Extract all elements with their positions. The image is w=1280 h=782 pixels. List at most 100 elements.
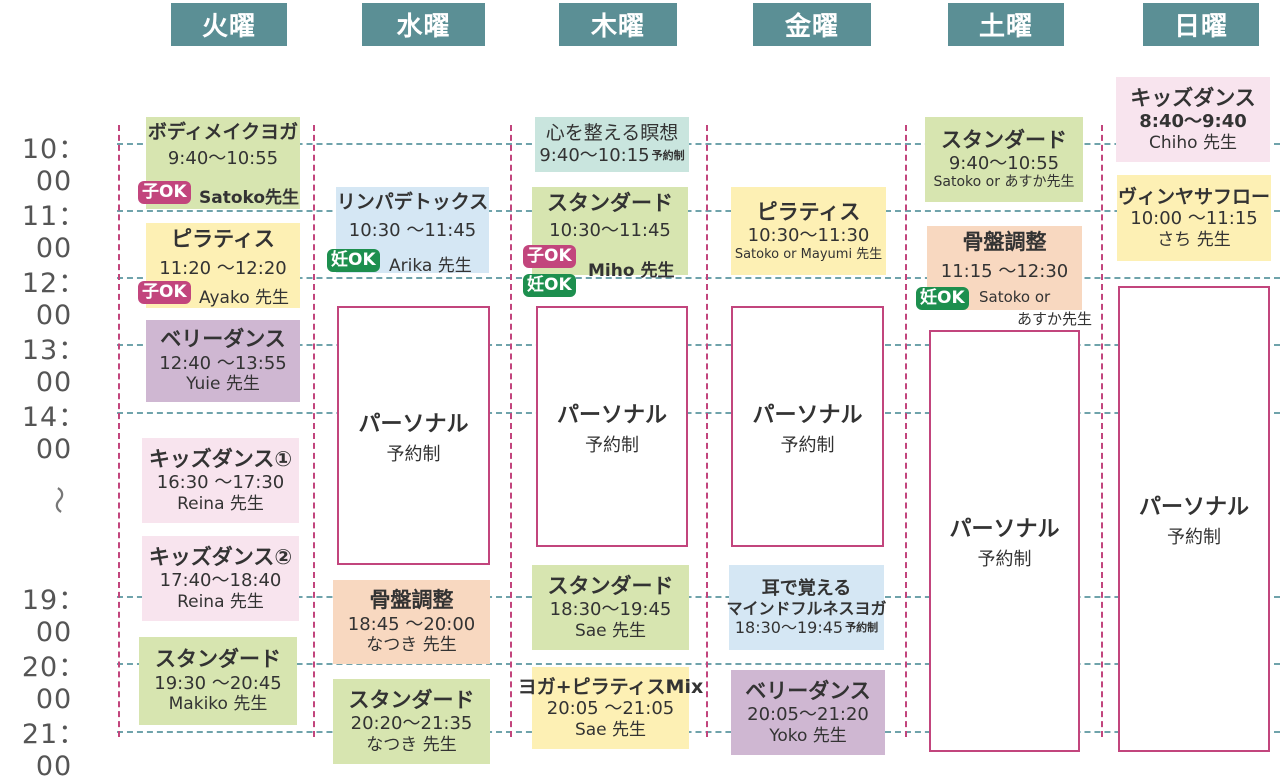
class-title: スタンダード — [547, 573, 674, 598]
class-title: ベリーダンス — [745, 678, 871, 703]
personal-title: パーソナル — [1138, 495, 1249, 520]
day-header-thu: 木曜 — [559, 3, 677, 46]
kid-ok-badge: 子OK — [523, 245, 576, 268]
class-block-meditation: 心を整える瞑想 9:40〜10:15 予約制 — [535, 117, 689, 172]
time-label-12: 12：00 — [21, 268, 87, 331]
class-time: 17:40〜18:40 — [159, 570, 282, 592]
class-block-vinyasa-flow: ヴィンヤサフロー 10:00 〜11:15 さち 先生 — [1117, 175, 1271, 261]
class-teacher: さち 先生 — [1157, 230, 1231, 250]
personal-session-block: パーソナル 予約制 — [731, 306, 884, 547]
class-title: 骨盤調整 — [962, 230, 1047, 254]
kid-ok-badge: 子OK — [138, 181, 191, 204]
class-title: キッズダンス① — [148, 446, 293, 471]
class-title: ベリーダンス — [160, 327, 286, 352]
class-block-belly-dance: ベリーダンス 20:05〜21:20 Yoko 先生 — [731, 670, 885, 755]
class-block-mindfulness-yoga: 耳で覚える マインドフルネスヨガ 18:30〜19:45 予約制 — [726, 565, 887, 650]
pregnant-ok-badge: 妊OK — [523, 274, 576, 297]
class-teacher: Arika 先生 — [389, 256, 472, 276]
class-teacher: Miho 先生 — [588, 261, 675, 281]
class-title: ヨガ+ピラティスMix — [517, 675, 704, 698]
kid-ok-badge: 子OK — [138, 281, 191, 304]
class-teacher: なつき 先生 — [366, 734, 457, 755]
class-teacher: Satoko or あすか先生 — [933, 174, 1075, 191]
class-time: 11:15 〜12:30 — [940, 261, 1069, 283]
class-teacher: Chiho 先生 — [1149, 132, 1237, 153]
personal-session-block: パーソナル 予約制 — [337, 306, 490, 565]
class-teacher: Reina 先生 — [177, 591, 264, 612]
grid-line-21 — [117, 731, 1280, 733]
class-time: 10:00 〜11:15 — [1130, 208, 1258, 230]
personal-sub: 予約制 — [1167, 527, 1221, 548]
personal-title: パーソナル — [358, 411, 469, 437]
personal-session-block: パーソナル 予約制 — [929, 330, 1080, 752]
class-title: 骨盤調整 — [369, 588, 454, 613]
class-teacher: Sae 先生 — [574, 720, 647, 740]
time-label-10: 10：00 — [21, 134, 87, 197]
class-time: 10:30〜11:45 — [549, 220, 671, 242]
class-title: ピラティス — [756, 199, 861, 224]
column-divider — [905, 125, 907, 737]
class-block-standard: スタンダード 19:30 〜20:45 Makiko 先生 — [139, 637, 297, 725]
time-gap-tilde: 〜 — [42, 485, 76, 515]
class-time: 11:20 〜12:20 — [159, 258, 287, 280]
grid-line-10 — [117, 143, 1280, 145]
class-title: ピラティス — [171, 227, 275, 251]
personal-title: パーソナル — [752, 402, 863, 428]
class-time: 9:40〜10:55 — [167, 147, 279, 169]
class-title: 耳で覚える — [761, 577, 852, 599]
column-divider — [706, 125, 708, 737]
class-title: キッズダンス — [1130, 85, 1256, 110]
class-title: スタンダード — [348, 687, 475, 712]
day-header-fri: 金曜 — [753, 3, 871, 46]
time-label-20: 20：00 — [21, 652, 87, 715]
pregnant-ok-badge: 妊OK — [916, 287, 969, 310]
day-header-sun: 日曜 — [1143, 3, 1259, 46]
grid-line-13 — [117, 344, 1280, 346]
class-time: 19:30 〜20:45 — [154, 672, 282, 694]
class-time: 12:40 〜13:55 — [159, 352, 287, 374]
class-block-kids-dance-2: キッズダンス② 17:40〜18:40 Reina 先生 — [142, 536, 299, 621]
personal-session-block: パーソナル 予約制 — [1118, 286, 1270, 752]
class-time: 16:30 〜17:30 — [156, 472, 285, 494]
grid-line-14 — [117, 412, 1280, 414]
class-title: キッズダンス② — [148, 544, 293, 569]
class-time: 18:30〜19:45 — [734, 618, 844, 638]
class-time: 18:30〜19:45 — [549, 599, 672, 621]
class-time: 20:20〜21:35 — [350, 713, 473, 735]
class-teacher: Satoko先生 — [199, 188, 300, 208]
time-label-13: 13：00 — [21, 335, 87, 398]
time-label-14: 14：00 — [21, 402, 87, 465]
column-divider — [1101, 125, 1103, 737]
class-block-standard: スタンダード 18:30〜19:45 Sae 先生 — [532, 565, 689, 650]
class-block-kids-dance-1: キッズダンス① 16:30 〜17:30 Reina 先生 — [142, 438, 299, 523]
class-title: 心を整える瞑想 — [545, 122, 679, 145]
grid-line-12 — [117, 277, 1280, 279]
class-title: ヴィンヤサフロー — [1117, 185, 1270, 208]
class-block-pilates: ピラティス 10:30〜11:30 Satoko or Mayumi 先生 — [731, 187, 886, 275]
day-header-sat: 土曜 — [948, 3, 1064, 46]
time-label-21: 21：00 — [21, 719, 87, 782]
reservation-note: 予約制 — [845, 621, 879, 635]
class-teacher: Satoko or — [979, 288, 1051, 306]
column-divider — [118, 125, 120, 737]
class-time: 20:05〜21:20 — [747, 704, 869, 726]
personal-sub: 予約制 — [977, 549, 1032, 570]
class-title: ボディメイクヨガ — [147, 121, 299, 143]
class-title-line2: マインドフルネスヨガ — [726, 599, 887, 619]
class-block-belly-dance: ベリーダンス 12:40 〜13:55 Yuie 先生 — [146, 320, 300, 402]
class-teacher: Ayako 先生 — [199, 288, 289, 308]
class-title: スタンダード — [547, 191, 673, 215]
class-teacher: Yuie 先生 — [186, 374, 260, 395]
column-divider — [510, 125, 512, 737]
class-teacher: Makiko 先生 — [168, 694, 268, 715]
personal-session-block: パーソナル 予約制 — [536, 306, 688, 547]
class-teacher: Yoko 先生 — [769, 725, 847, 746]
class-teacher: なつき 先生 — [366, 635, 457, 656]
class-time: 18:45 〜20:00 — [347, 613, 476, 635]
class-teacher: Satoko or Mayumi 先生 — [734, 246, 883, 262]
grid-line-19 — [117, 596, 1280, 598]
class-title: リンパデトックス — [336, 191, 489, 213]
pregnant-ok-badge: 妊OK — [327, 249, 380, 272]
class-teacher-line2: あすか先生 — [1017, 310, 1093, 328]
column-divider — [313, 125, 315, 737]
